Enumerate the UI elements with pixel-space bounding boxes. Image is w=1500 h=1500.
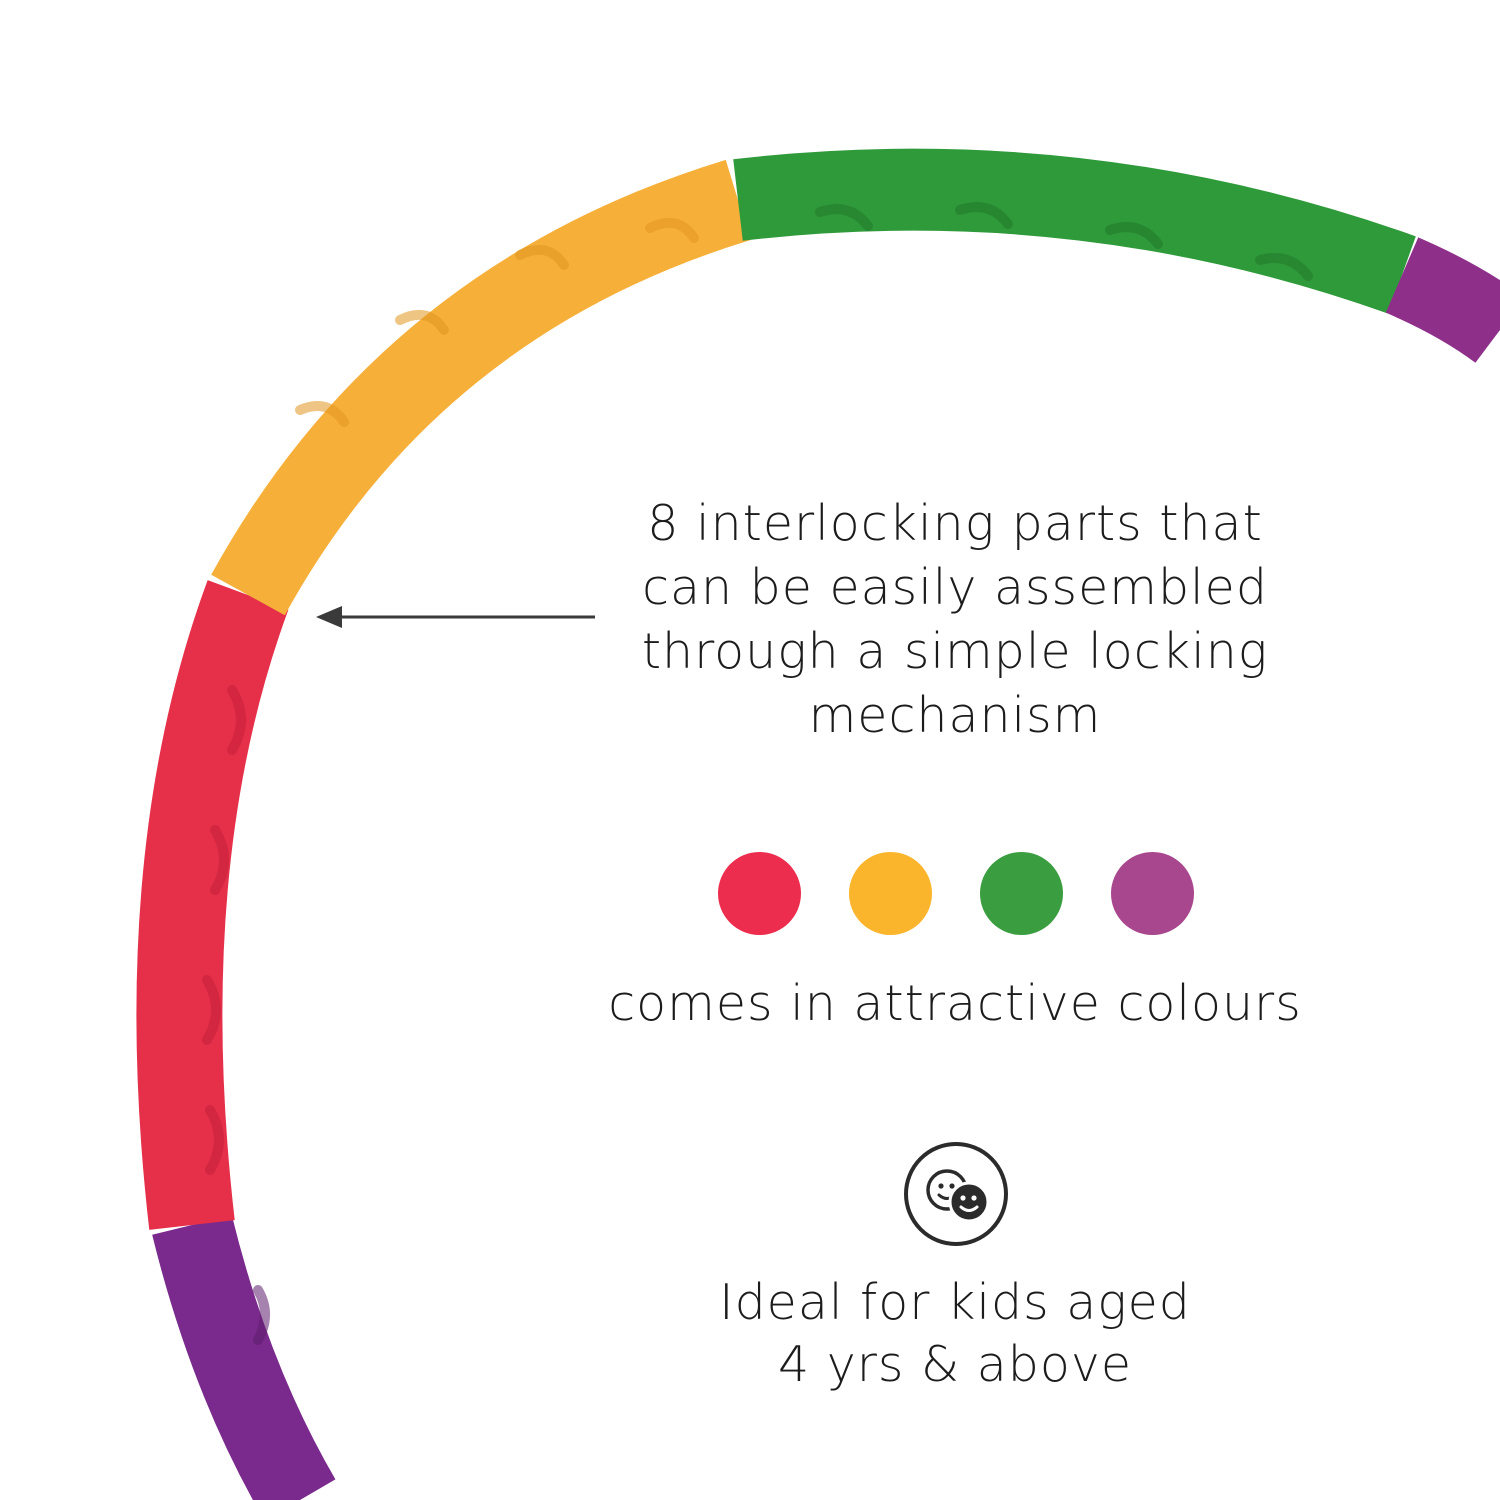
kids-faces-icon (904, 1142, 1008, 1246)
pointer-arrow-head (316, 606, 342, 628)
swatch-purple (1111, 852, 1194, 935)
feature-locking-text: 8 interlocking parts that can be easily … (590, 492, 1320, 748)
swatch-yellow (849, 852, 932, 935)
hoop-ridges (202, 202, 1313, 1345)
hoop-segment-green (733, 148, 1416, 314)
swatch-green (980, 852, 1063, 935)
feature-age-line: Ideal for kids aged (719, 1274, 1191, 1331)
feature-locking-line: can be easily assembled (642, 559, 1268, 616)
swatch-red (718, 852, 801, 935)
feature-age-text: Ideal for kids aged 4 yrs & above (620, 1272, 1290, 1396)
colours-caption: comes in attractive colours (608, 975, 1302, 1032)
colour-swatches (718, 852, 1196, 936)
hoop-segment-purple-bottom (152, 1215, 336, 1500)
hoop-segment-purple-top (1385, 237, 1500, 364)
feature-locking-line: mechanism (808, 687, 1102, 744)
feature-locking-line: through a simple locking (641, 623, 1269, 680)
feature-locking-line: 8 interlocking parts that (647, 495, 1263, 552)
hoop-segment-red (136, 580, 289, 1230)
feature-age-line: 4 yrs & above (777, 1336, 1133, 1393)
